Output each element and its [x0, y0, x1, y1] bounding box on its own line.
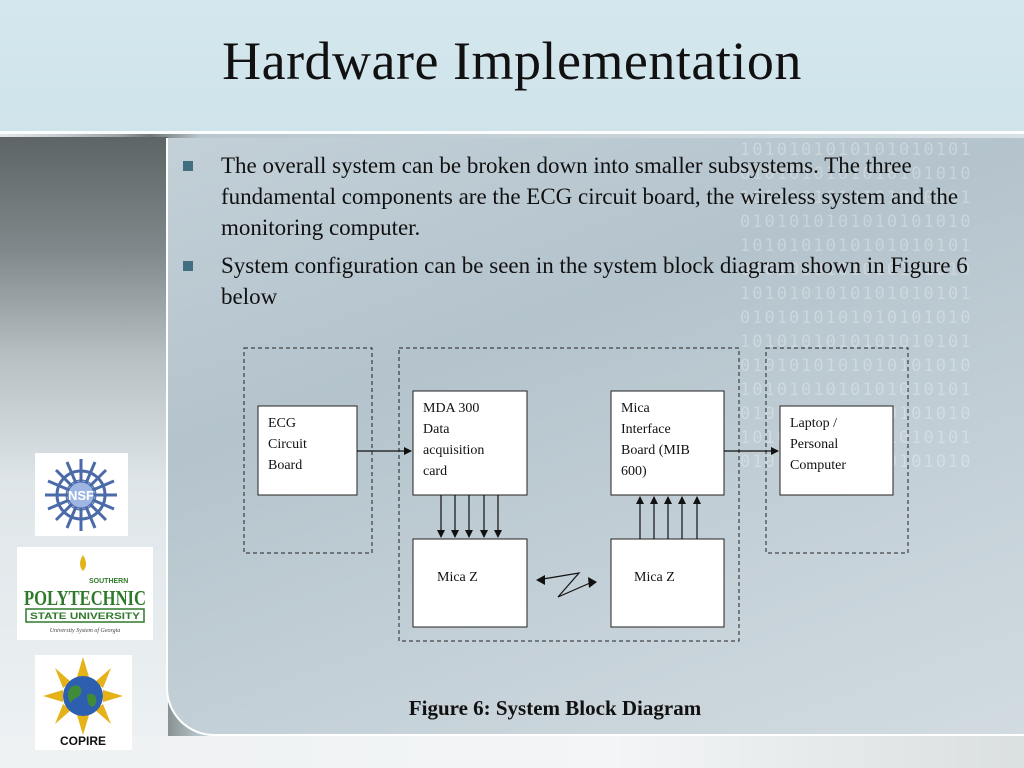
mda-block-line: MDA 300 [423, 401, 479, 416]
mib-block-line: 600) [621, 464, 647, 479]
flame-icon [80, 555, 86, 571]
nsf-logo-text: NSF [68, 488, 94, 503]
ecg-block-line: Circuit [268, 437, 307, 452]
ecg-block-line: Board [268, 458, 302, 473]
mda-block-line: acquisition [423, 443, 484, 458]
spsu-logo-graphic: SOUTHERN POLYTECHNIC STATE UNIVERSITY Un… [17, 547, 153, 640]
mib-block-line: Mica [621, 401, 651, 416]
pc-block-line: Computer [790, 458, 846, 473]
copire-logo-text: COPIRE [60, 734, 106, 748]
mica-z-left-block: Mica Z [413, 539, 527, 627]
mica-z-right-block: Mica Z [611, 539, 724, 627]
nsf-logo: NSF [35, 453, 128, 536]
wireless-link-zigzag-icon [536, 573, 597, 597]
mib-block-line: Interface [621, 422, 671, 437]
ecg-block-line: ECG [268, 416, 296, 431]
mda300-block: MDA 300 Data acquisition card [413, 391, 527, 495]
copire-globe-icon: COPIRE [35, 655, 132, 750]
micaz-to-mib-arrows [640, 497, 697, 539]
pc-block-line: Personal [790, 437, 838, 452]
ecg-circuit-board-block: ECG Circuit Board [258, 406, 357, 495]
spsu-southern-text: SOUTHERN [89, 578, 128, 585]
spsu-polytechnic-text: POLYTECHNIC [24, 586, 146, 610]
copire-logo: COPIRE [35, 655, 132, 750]
mda-to-micaz-arrows [441, 495, 498, 537]
mica-z-left-label: Mica Z [437, 570, 478, 585]
spsu-logo: SOUTHERN POLYTECHNIC STATE UNIVERSITY Un… [17, 547, 153, 640]
pc-block-line: Laptop / [790, 416, 837, 431]
mib600-block: Mica Interface Board (MIB 600) [611, 391, 724, 495]
laptop-pc-block: Laptop / Personal Computer [780, 406, 893, 495]
mib-block-line: Board (MIB [621, 443, 690, 458]
spsu-state-university-text: STATE UNIVERSITY [30, 611, 140, 621]
nsf-seal-icon: NSF [35, 453, 128, 536]
spsu-usg-text: University System of Georgia [50, 627, 121, 634]
mica-z-right-label: Mica Z [634, 570, 675, 585]
mda-block-line: Data [423, 422, 450, 437]
mda-block-line: card [423, 464, 447, 479]
figure-caption: Figure 6: System Block Diagram [300, 696, 810, 721]
